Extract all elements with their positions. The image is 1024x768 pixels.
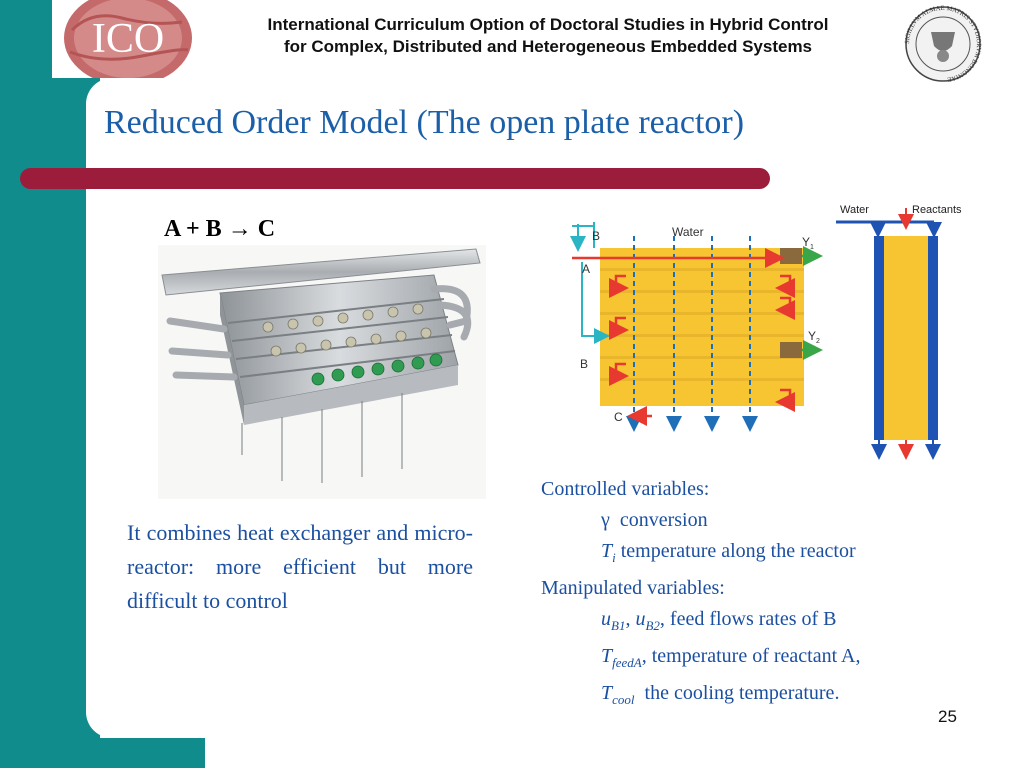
var-gamma: γ conversion	[541, 505, 861, 536]
page-number: 25	[938, 707, 957, 726]
slide-title: Reduced Order Model (The open plate reac…	[104, 104, 745, 141]
ub2-symbol: u	[635, 608, 646, 630]
reactor-description: It combines heat exchanger and micro-rea…	[127, 520, 473, 613]
plate-reactor-diagram: B Water A B C Y1 Y2	[568, 218, 830, 444]
logo-text: ICO	[92, 16, 164, 62]
header-title: International Curriculum Option of Docto…	[208, 14, 888, 58]
tcool-sub: cool	[612, 692, 635, 707]
label-y1-sub: 1	[810, 244, 814, 251]
header-title-line1: International Curriculum Option of Docto…	[267, 15, 829, 34]
bottom-band	[0, 738, 205, 768]
header-title-line2: for Complex, Distributed and Heterogeneo…	[283, 37, 813, 56]
label-y1: Y	[802, 235, 810, 249]
ti-desc: temperature along the reactor	[620, 540, 856, 562]
gamma-desc: conversion	[619, 509, 708, 531]
label-a: A	[582, 262, 590, 276]
ti-sub: i	[612, 550, 616, 565]
label-y2-sub: 2	[816, 338, 820, 345]
u-desc: , feed flows rates of B	[659, 608, 837, 630]
university-seal: SIGILLVM ALMAE MATRIS STVDIORVM BONONIAE	[895, 2, 991, 83]
flow-schematic: Water Reactants	[830, 200, 978, 462]
title-divider	[20, 168, 770, 189]
ub1-sub: B1	[611, 618, 626, 633]
ico-logo: ICO	[52, 0, 208, 78]
svg-text:Y1: Y1	[802, 235, 814, 251]
tfeed-sub: feedA	[612, 655, 642, 670]
left-band	[0, 0, 100, 768]
label-y2: Y	[808, 329, 816, 343]
controlled-heading: Controlled variables:	[541, 478, 710, 500]
label-water: Water	[672, 225, 704, 239]
ub2-sub: B2	[645, 618, 660, 633]
reactor-photo	[158, 245, 486, 499]
gamma-symbol: γ	[601, 509, 610, 531]
svg-text:Y2: Y2	[808, 329, 820, 345]
ub1-symbol: u	[601, 608, 611, 630]
reaction-equation: A + B → C	[164, 216, 276, 242]
tcool-desc: the cooling temperature.	[644, 682, 840, 704]
flow-label-reactants: Reactants	[912, 204, 962, 216]
manipulated-heading: Manipulated variables:	[541, 577, 725, 599]
var-ti: Ti temperature along the reactor	[541, 536, 861, 573]
var-tfeed: TfeedA, temperature of reactant A,	[541, 641, 861, 678]
ti-symbol: T	[601, 540, 613, 562]
tfeed-symbol: T	[601, 645, 613, 667]
var-ub: uB1, uB2, feed flows rates of B	[601, 608, 837, 633]
flow-label-water: Water	[840, 204, 869, 216]
tfeed-desc: , temperature of reactant A,	[641, 645, 861, 667]
variables-list: Controlled variables: γ conversion Ti te…	[541, 474, 861, 715]
label-b-mid: B	[580, 357, 588, 371]
var-tcool: Tcool the cooling temperature.	[541, 678, 861, 715]
label-c: C	[614, 410, 623, 424]
tcool-symbol: T	[601, 682, 613, 704]
label-b-top: B	[592, 229, 600, 243]
